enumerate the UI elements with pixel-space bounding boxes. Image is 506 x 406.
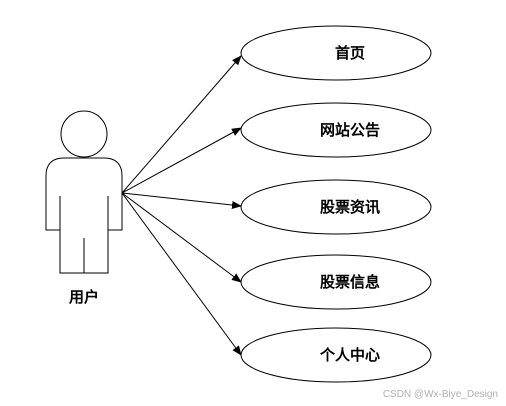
use-case-label: 首页 xyxy=(335,44,365,62)
use-case-label: 股票信息 xyxy=(320,273,380,291)
arrow-to-stock-info xyxy=(121,192,242,283)
use-case-stock-news: 股票资讯 xyxy=(240,179,432,235)
use-case-announcements: 网站公告 xyxy=(240,102,432,158)
use-case-ellipse xyxy=(240,327,432,383)
use-case-stock-info: 股票信息 xyxy=(240,254,432,310)
actor-body xyxy=(45,157,123,274)
watermark: CSDN @Wx-Biye_Design xyxy=(382,389,498,400)
use-case-label: 个人中心 xyxy=(319,346,380,364)
arrow-to-home xyxy=(121,55,242,194)
association-arrows xyxy=(121,55,242,356)
arrow-to-personal-center xyxy=(121,192,242,356)
actor-figure xyxy=(45,110,123,274)
use-case-ellipse xyxy=(240,102,432,158)
arrow-to-announcements xyxy=(121,127,242,194)
use-case-ellipse xyxy=(240,25,432,81)
use-case-label: 股票资讯 xyxy=(320,198,380,216)
actor-label: 用户 xyxy=(69,288,99,306)
use-case-ellipse xyxy=(240,179,432,235)
use-case-label: 网站公告 xyxy=(320,121,380,139)
use-case-personal-center: 个人中心 xyxy=(240,327,432,383)
arrow-to-stock-news xyxy=(121,192,242,209)
use-case-home: 首页 xyxy=(240,25,432,81)
use-case-ellipse xyxy=(240,254,432,310)
actor-head xyxy=(60,110,108,158)
